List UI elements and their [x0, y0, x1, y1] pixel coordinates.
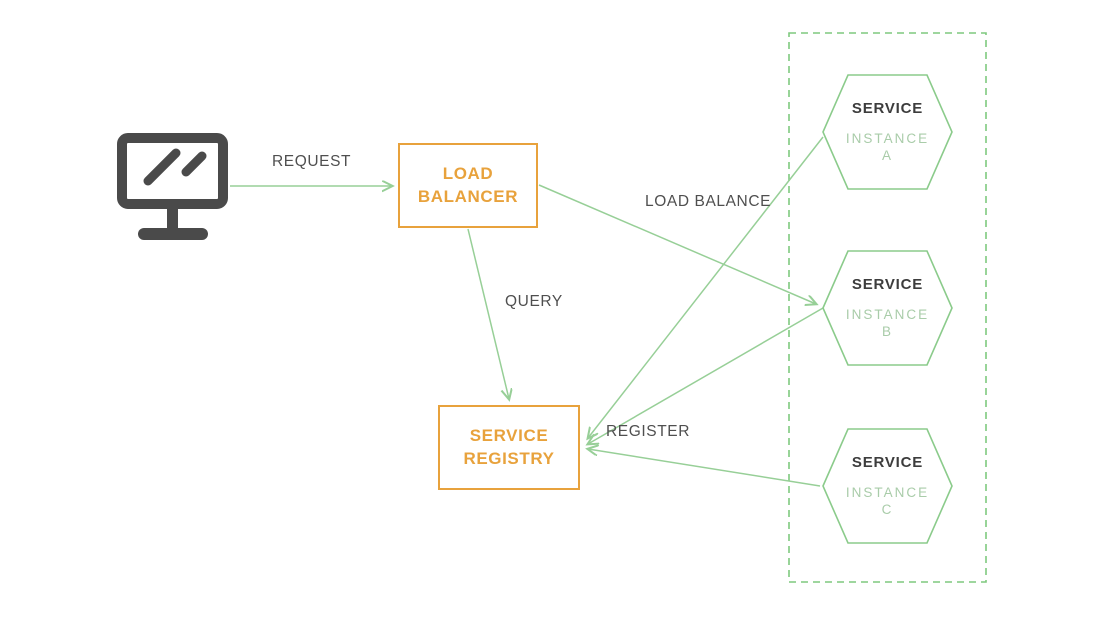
register-arrow-instance-a	[588, 136, 824, 438]
load-balancer-node: LOAD BALANCER	[398, 143, 538, 228]
service-registry-label-line2: REGISTRY	[463, 448, 555, 468]
instance-a-subtitle: INSTANCE	[845, 131, 930, 147]
instance-c-node: SERVICE INSTANCE C	[823, 429, 952, 543]
service-registry-label-line1: SERVICE	[469, 425, 549, 445]
instance-a-node: SERVICE INSTANCE A	[823, 75, 952, 189]
load-balancer-label-line2: BALANCER	[417, 186, 519, 206]
instance-a-letter: A	[881, 147, 893, 163]
query-label: QUERY	[505, 293, 563, 310]
load-balancer-label-line1: LOAD	[442, 163, 494, 183]
instance-c-hexagon	[822, 428, 953, 544]
instance-c-subtitle: INSTANCE	[845, 485, 930, 501]
instance-b-letter: B	[881, 323, 893, 339]
service-registry-node: SERVICE REGISTRY	[438, 405, 580, 490]
query-arrow	[467, 228, 509, 399]
register-arrow-instance-c	[588, 449, 821, 487]
register-label: REGISTER	[606, 423, 691, 440]
instance-b-subtitle: INSTANCE	[845, 307, 930, 323]
instance-b-title: SERVICE	[851, 276, 924, 294]
instances-boundary-box	[788, 32, 987, 583]
instance-b-node: SERVICE INSTANCE B	[823, 251, 952, 365]
load-balance-arrow	[538, 184, 816, 304]
instance-b-hexagon	[822, 250, 953, 366]
instance-c-title: SERVICE	[851, 454, 924, 472]
load-balance-label: LOAD BALANCE	[645, 193, 772, 210]
monitor-icon	[117, 133, 228, 240]
register-arrow-instance-b	[588, 307, 824, 444]
instance-a-hexagon	[822, 74, 953, 190]
instance-a-title: SERVICE	[851, 100, 924, 118]
request-label: REQUEST	[272, 153, 352, 170]
instance-c-letter: C	[881, 501, 894, 517]
